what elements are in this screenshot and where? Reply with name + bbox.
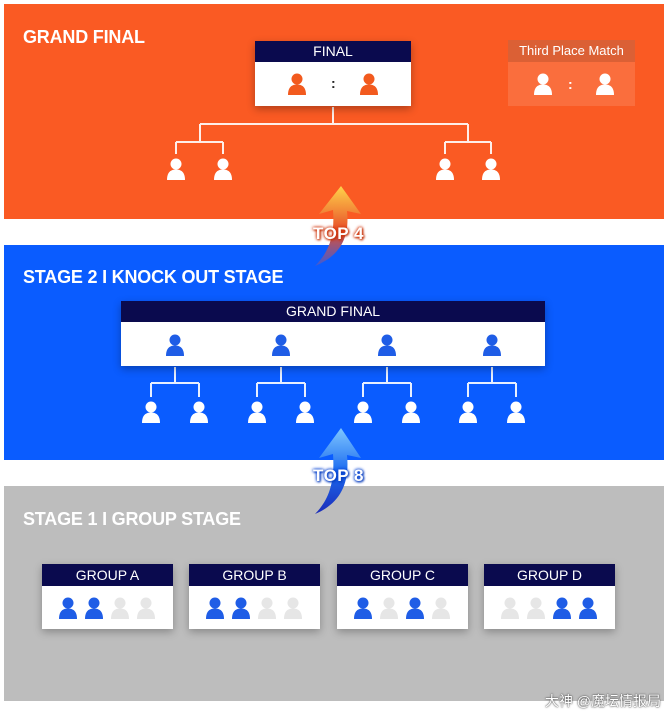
group-c-player-3-icon	[406, 597, 424, 619]
group-a-header: GROUP A	[42, 564, 173, 586]
quarterfinal-winner-4-icon	[483, 334, 501, 356]
top8-player-3-icon	[248, 401, 266, 423]
top8-player-7-icon	[459, 401, 477, 423]
top4-arrow-icon	[315, 186, 361, 266]
group-c-player-1-icon	[354, 597, 372, 619]
quarterfinal-winner-1-icon	[166, 334, 184, 356]
group-a-player-1-icon	[59, 597, 77, 619]
watermark: 大神 @魔坛情报局	[544, 693, 661, 709]
finalist-2-icon	[360, 73, 378, 95]
top8-player-5-icon	[354, 401, 372, 423]
group-card-b: GROUP B	[189, 564, 320, 629]
finalist-1-icon	[288, 73, 306, 95]
top8-arrow-icon	[315, 428, 361, 514]
group-stage-panel: STAGE 1 I GROUP STAGE GROUP A GROUP B GR…	[4, 486, 664, 701]
group-card-a: GROUP A	[42, 564, 173, 629]
top8-player-2-icon	[190, 401, 208, 423]
third-place-card: Third Place Match :	[508, 40, 635, 106]
group-d-player-4-icon	[579, 597, 597, 619]
group-d-player-2-icon	[527, 597, 545, 619]
group-c-player-2-icon	[380, 597, 398, 619]
top8-player-1-icon	[142, 401, 160, 423]
knockout-stage-title: STAGE 2 I KNOCK OUT STAGE	[23, 267, 284, 287]
top8-player-6-icon	[402, 401, 420, 423]
third-place-player-1-icon	[534, 73, 552, 95]
final-separator: :	[331, 75, 336, 91]
knockout-stage-panel: STAGE 2 I KNOCK OUT STAGE GRAND FINAL	[4, 245, 664, 460]
group-card-c: GROUP C	[337, 564, 468, 629]
final-card-header: FINAL	[255, 41, 411, 62]
group-c-header: GROUP C	[337, 564, 468, 586]
semifinalist-2-icon	[214, 158, 232, 180]
third-place-separator: :	[568, 76, 573, 92]
group-stage-title: STAGE 1 I GROUP STAGE	[23, 509, 241, 529]
third-place-header: Third Place Match	[508, 40, 635, 62]
group-a-player-2-icon	[85, 597, 103, 619]
semifinalist-3-icon	[436, 158, 454, 180]
group-a-player-3-icon	[111, 597, 129, 619]
group-b-header: GROUP B	[189, 564, 320, 586]
top8-player-8-icon	[507, 401, 525, 423]
group-b-player-4-icon	[284, 597, 302, 619]
group-d-player-3-icon	[553, 597, 571, 619]
top8-label: TOP 8	[313, 466, 365, 485]
group-card-d: GROUP D	[484, 564, 615, 629]
group-b-player-2-icon	[232, 597, 250, 619]
group-d-header: GROUP D	[484, 564, 615, 586]
knockout-card: GRAND FINAL	[121, 301, 545, 366]
grand-final-title: GRAND FINAL	[23, 27, 145, 47]
top4-label: TOP 4	[313, 224, 365, 243]
third-place-player-2-icon	[596, 73, 614, 95]
semifinalist-4-icon	[482, 158, 500, 180]
knockout-bracket-lines	[150, 367, 517, 397]
group-b-player-3-icon	[258, 597, 276, 619]
semifinalist-1-icon	[167, 158, 185, 180]
group-b-player-1-icon	[206, 597, 224, 619]
top8-player-4-icon	[296, 401, 314, 423]
quarterfinal-winner-3-icon	[378, 334, 396, 356]
group-c-player-4-icon	[432, 597, 450, 619]
final-bracket-lines	[175, 107, 492, 154]
grand-final-panel: GRAND FINAL FINAL : Third Place Match :	[4, 4, 664, 219]
group-d-player-1-icon	[501, 597, 519, 619]
group-a-player-4-icon	[137, 597, 155, 619]
quarterfinal-winner-2-icon	[272, 334, 290, 356]
knockout-card-header: GRAND FINAL	[121, 301, 545, 322]
final-card: FINAL :	[255, 41, 411, 106]
